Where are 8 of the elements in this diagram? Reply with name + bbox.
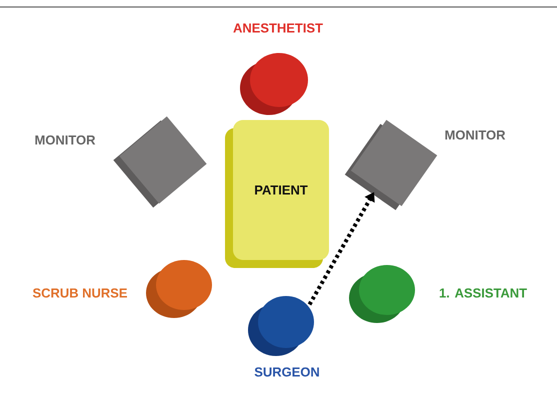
- patient-table: [225, 120, 329, 268]
- role-label: MONITOR: [445, 130, 506, 140]
- role-label: SCRUB NURSE: [32, 288, 127, 298]
- patient-label: PATIENT: [255, 186, 308, 194]
- role-label: MONITOR: [35, 135, 96, 145]
- role-label: 1. ASSISTANT: [440, 288, 527, 298]
- role-label: ANESTHETIST: [233, 23, 323, 33]
- role-label: SURGEON: [254, 367, 319, 377]
